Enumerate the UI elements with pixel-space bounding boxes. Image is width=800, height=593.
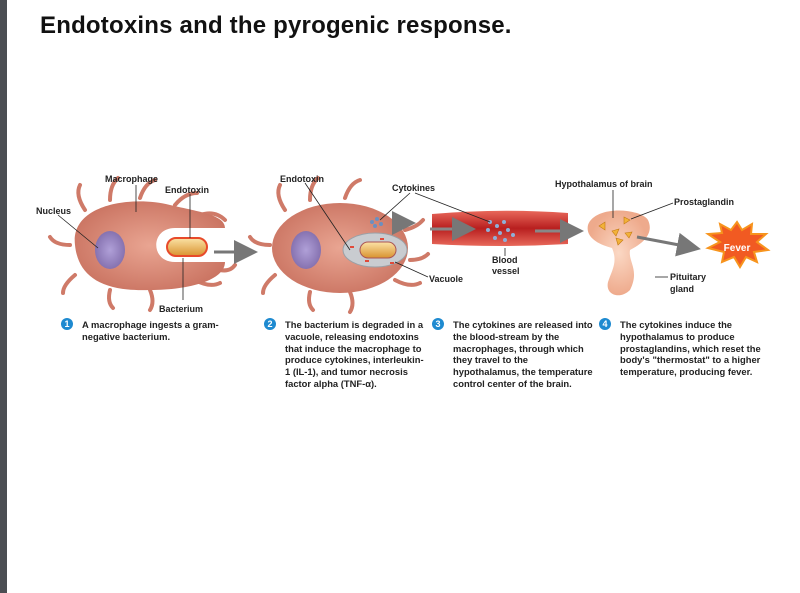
step-3-badge: 3 <box>432 318 444 330</box>
page-title: Endotoxins and the pyrogenic response. <box>40 12 512 39</box>
window-edge <box>0 0 7 593</box>
label-endotoxin-2: Endotoxin <box>280 174 324 184</box>
label-blood: Blood <box>492 255 518 265</box>
label-prostaglandin: Prostaglandin <box>674 197 734 207</box>
fever-label: Fever <box>724 243 751 254</box>
macrophage-cell-1 <box>48 176 237 312</box>
step-3-text: The cytokines are released into the bloo… <box>453 319 593 389</box>
label-hypothalamus: Hypothalamus of brain <box>555 179 653 189</box>
step-2-text: The bacterium is degraded in a vacuole, … <box>285 319 424 389</box>
label-macrophage: Macrophage <box>105 174 158 184</box>
blood-vessel <box>430 210 584 246</box>
label-cytokines: Cytokines <box>392 183 435 193</box>
step-1-badge: 1 <box>61 318 73 330</box>
label-pituitary: Pituitary <box>670 272 706 282</box>
step-2-badge: 2 <box>264 318 276 330</box>
macrophage-cell-2 <box>248 176 430 314</box>
label-vacuole: Vacuole <box>429 274 463 284</box>
label-vessel: vessel <box>492 266 520 276</box>
label-nucleus: Nucleus <box>36 206 71 216</box>
label-bacterium: Bacterium <box>159 304 203 314</box>
cytokines-cluster <box>370 217 383 228</box>
bacterium <box>166 237 208 257</box>
nucleus-2 <box>291 231 321 269</box>
step-4-badge: 4 <box>599 318 611 330</box>
label-gland: gland <box>670 284 694 294</box>
hypothalamus <box>587 210 701 296</box>
step-4-text: The cytokines induce the hypothalamus to… <box>620 319 761 378</box>
step-1-text: A macrophage ingests a gram-negative bac… <box>82 319 219 342</box>
prostaglandin-triangles <box>598 216 633 246</box>
nucleus <box>95 231 125 269</box>
fever-burst: Fever <box>705 220 771 269</box>
label-endotoxin-1: Endotoxin <box>165 185 209 195</box>
